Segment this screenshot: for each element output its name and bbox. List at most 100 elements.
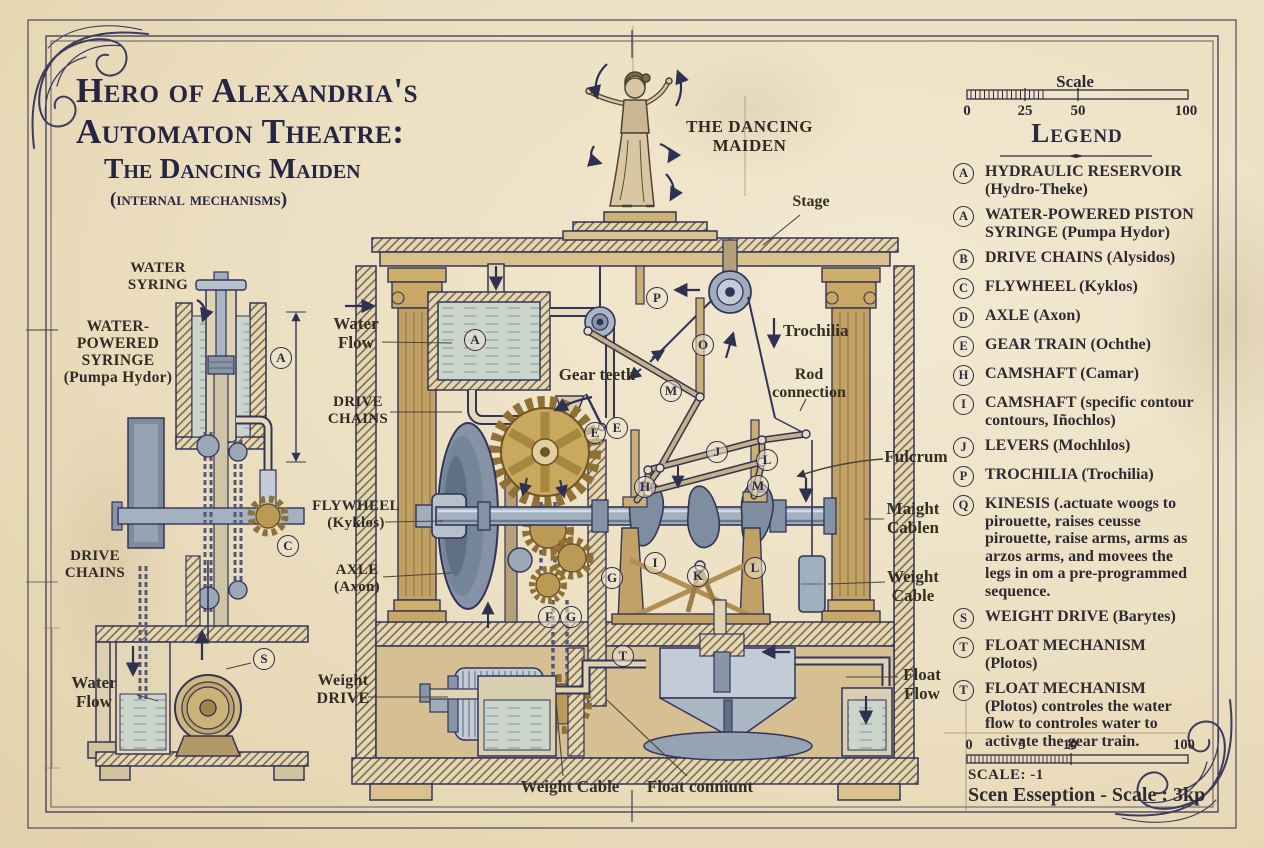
callout-a-main: A bbox=[464, 329, 486, 351]
legend-letter-icon: H bbox=[953, 365, 974, 386]
legend-letter-icon: B bbox=[953, 249, 974, 270]
leader-lines bbox=[136, 214, 898, 777]
label-water-flow-left: Water Flow bbox=[71, 673, 117, 711]
callout-i: I bbox=[644, 552, 666, 574]
legend-letter-icon: J bbox=[953, 437, 974, 458]
legend-item: E GEAR TRAIN (Ochthe) bbox=[953, 336, 1201, 357]
legend-letter-icon: T bbox=[953, 680, 974, 701]
callout-c-left: C bbox=[277, 535, 299, 557]
float-mechanism bbox=[419, 599, 893, 761]
callout-h: H bbox=[634, 476, 656, 498]
callout-p: P bbox=[646, 287, 668, 309]
legend-letter-icon: E bbox=[953, 336, 974, 357]
legend-item-text: WATER-POWERED PISTON SYRINGE (Pumpa Hydo… bbox=[985, 206, 1194, 241]
scale-bottom-tick-10: 10 bbox=[1062, 737, 1078, 753]
legend-item-text: LEVERS (Mochlılos) bbox=[985, 437, 1131, 454]
legend-item-text: WEIGHT DRIVE (Barytes) bbox=[985, 608, 1176, 625]
flow-arrows bbox=[125, 266, 874, 725]
legend-item-text: FLYWHEEL (Kyklos) bbox=[985, 278, 1138, 295]
callout-m-1: M bbox=[660, 380, 682, 402]
label-water-syring: WATER SYRING bbox=[127, 260, 189, 293]
legend-letter-icon: S bbox=[953, 608, 974, 629]
label-flywheel: FLYWHEEL (Kyklos) bbox=[312, 498, 400, 531]
callout-g-2: G bbox=[560, 606, 582, 628]
legend-item-text: GEAR TRAIN (Ochthe) bbox=[985, 336, 1151, 353]
label-weight-cable: Weight Cable bbox=[887, 567, 939, 605]
callout-j: J bbox=[706, 441, 728, 463]
title-line-2: Automaton Theatre: bbox=[76, 112, 405, 151]
legend-item-text: TROCHILIA (Trochilia) bbox=[985, 466, 1154, 483]
label-weight-cable-bottom: Weight Cable bbox=[520, 777, 620, 796]
title-line-1: Hero of Alexandria's bbox=[76, 71, 418, 110]
label-fulcrum: Fulcrum bbox=[884, 447, 948, 466]
callout-e-2: E bbox=[606, 417, 628, 439]
legend-item-text: CAMSHAFT (specific contour contours, Iño… bbox=[985, 394, 1194, 429]
legend-item: A WATER-POWERED PISTON SYRINGE (Pumpa Hyd… bbox=[953, 206, 1201, 241]
legend-item-text: DRIVE CHAINS (Alysidos) bbox=[985, 249, 1176, 266]
trochilia-pulley bbox=[584, 239, 807, 435]
callout-l-2: L bbox=[744, 557, 766, 579]
legend-item: S WEIGHT DRIVE (Barytes) bbox=[953, 608, 1201, 629]
legend-letter-icon: A bbox=[953, 206, 974, 227]
legend-item: H CAMSHAFT (Camar) bbox=[953, 365, 1201, 386]
label-water-flow-main: Water Flow bbox=[333, 314, 379, 352]
legend-item: P TROCHILIA (Trochilia) bbox=[953, 466, 1201, 487]
label-trochilia: Trochilia bbox=[783, 321, 849, 340]
legend-item: T FLOAT MECHANISM (Plotos) controles the … bbox=[953, 680, 1201, 750]
maiden-motion-arrows bbox=[587, 63, 689, 202]
legend-letter-icon: T bbox=[953, 637, 974, 658]
scale-top-tick-0: 0 bbox=[963, 103, 971, 119]
legend-heading: Legend bbox=[1031, 118, 1123, 148]
callout-g-1: G bbox=[601, 567, 623, 589]
scale-bottom-tick-100: 100 bbox=[1173, 737, 1195, 753]
scale-bottom-tick-0: 0 bbox=[965, 737, 973, 753]
label-maight-cablen: Maight Cablen bbox=[886, 499, 940, 537]
theatre-structure bbox=[351, 211, 919, 801]
scale-top-tick-100: 100 bbox=[1174, 103, 1198, 119]
legend-item: I CAMSHAFT (specific contour contours, Iñ… bbox=[953, 394, 1201, 429]
callout-e-1: E bbox=[584, 422, 606, 444]
label-axle: AXLE (Axon) bbox=[334, 562, 380, 595]
scale-note: SCALE: -1 bbox=[968, 767, 1044, 783]
legend-item: D AXLE (Axon) bbox=[953, 307, 1201, 328]
callout-f: F bbox=[538, 606, 560, 628]
pump-basin bbox=[87, 560, 309, 781]
legend-item-text: KINESIS (.actuate woogs to pirouette, ra… bbox=[985, 495, 1188, 600]
legend-list: A HYDRAULIC RESERVOIR (Hydro-Theke) A WATE… bbox=[953, 163, 1201, 758]
callout-k: K bbox=[687, 565, 709, 587]
callout-t: T bbox=[612, 645, 634, 667]
scale-top-tick-25: 25 bbox=[1017, 103, 1033, 119]
scale-caption: Scen Esseption - Scale : 3kp bbox=[968, 784, 1206, 806]
legend-letter-icon: A bbox=[953, 163, 974, 184]
legend-item: J LEVERS (Mochlılos) bbox=[953, 437, 1201, 458]
corner-flourish bbox=[31, 25, 149, 149]
label-weight-drive: Weight DRIVE bbox=[316, 672, 370, 707]
label-gear-teeth: Gear teeth bbox=[558, 365, 636, 384]
legend-letter-icon: P bbox=[953, 466, 974, 487]
legend-item-text: CAMSHAFT (Camar) bbox=[985, 365, 1139, 382]
legend-item-text: HYDRAULIC RESERVOIR (Hydro-Theke) bbox=[985, 163, 1182, 198]
scale-bottom-tick-5: 5 bbox=[1018, 737, 1026, 753]
scale-bar-top bbox=[966, 88, 1189, 101]
legend-item-text: AXLE (Axon) bbox=[985, 307, 1081, 324]
callout-s-left: S bbox=[253, 648, 275, 670]
callout-l-1: L bbox=[756, 449, 778, 471]
label-float-flow: Float Flow bbox=[903, 665, 941, 703]
scale-top-tick-50: 50 bbox=[1070, 103, 1086, 119]
title-line-3: The Dancing Maiden bbox=[104, 153, 361, 185]
legend-item-text: FLOAT MECHANISM (Plotos) bbox=[985, 637, 1146, 672]
legend-letter-icon: D bbox=[953, 307, 974, 328]
label-syringe: WATER-POWERED SYRINGE (Pumpa Hydor) bbox=[63, 318, 173, 387]
scale-bar-bottom bbox=[966, 753, 1189, 765]
label-drive-chains-main: DRIVE CHAINS bbox=[327, 394, 389, 427]
pump-drive bbox=[111, 417, 305, 629]
legend-item-text: FLOAT MECHANISM (Plotos) controles the w… bbox=[985, 680, 1172, 750]
legend-item: A HYDRAULIC RESERVOIR (Hydro-Theke) bbox=[953, 163, 1201, 198]
column-right bbox=[821, 267, 881, 623]
legend-letter-icon: I bbox=[953, 394, 974, 415]
stage-label: Stage bbox=[792, 193, 830, 210]
label-float-conniunt: Float conniunt bbox=[646, 777, 754, 796]
label-drive-chains-left: DRIVE CHAINS bbox=[64, 548, 126, 581]
